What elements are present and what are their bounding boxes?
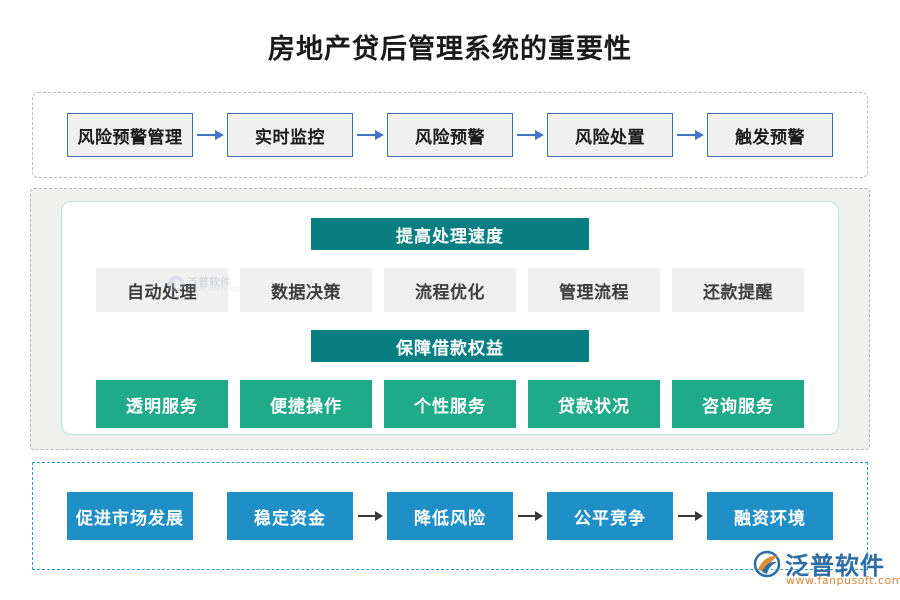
arrow-right-icon — [513, 128, 547, 142]
page-title: 房地产贷后管理系统的重要性 — [268, 34, 632, 65]
item-consulting-service[interactable]: 咨询服务 — [672, 380, 804, 428]
risk-warning-flow-panel: 风险预警管理 实时监控 风险预警 风险处置 触发预警 — [32, 92, 868, 178]
flow-step-financing-environment[interactable]: 融资环境 — [707, 492, 833, 540]
arrow-right-icon — [513, 509, 547, 523]
benefits-inner-panel: 提高处理速度 自动处理 数据决策 流程优化 管理流程 还款提醒 保障借款权益 透… — [61, 201, 839, 435]
arrow-right-icon — [673, 509, 707, 523]
flow-spacer — [193, 509, 227, 523]
item-repayment-reminder[interactable]: 还款提醒 — [672, 268, 804, 312]
arrow-right-icon — [353, 128, 387, 142]
flow-step-risk-warning[interactable]: 风险预警 — [387, 113, 513, 157]
fanpu-logo[interactable]: 泛普软件 www.fanpusoft.com — [752, 546, 900, 590]
flow-step-reduce-risk[interactable]: 降低风险 — [387, 492, 513, 540]
banner-protect-borrower-rights: 保障借款权益 — [311, 330, 589, 362]
processing-speed-items-row: 自动处理 数据决策 流程优化 管理流程 还款提醒 — [62, 268, 838, 312]
item-loan-status[interactable]: 贷款状况 — [528, 380, 660, 428]
flow-step-stabilize-funds[interactable]: 稳定资金 — [227, 492, 353, 540]
item-personalized-service[interactable]: 个性服务 — [384, 380, 516, 428]
market-impact-flow-panel: 促进市场发展 稳定资金 降低风险 公平竞争 融资环境 — [32, 462, 868, 570]
item-automatic-processing[interactable]: 自动处理 — [96, 268, 228, 312]
item-convenient-operation[interactable]: 便捷操作 — [240, 380, 372, 428]
risk-warning-flow-row: 风险预警管理 实时监控 风险预警 风险处置 触发预警 — [33, 93, 867, 177]
flow-step-risk-warning-management[interactable]: 风险预警管理 — [67, 113, 193, 157]
arrow-right-icon — [673, 128, 707, 142]
item-process-optimization[interactable]: 流程优化 — [384, 268, 516, 312]
flow-step-promote-market-development[interactable]: 促进市场发展 — [67, 492, 193, 540]
flow-step-risk-disposal[interactable]: 风险处置 — [547, 113, 673, 157]
benefits-outer-panel: 提高处理速度 自动处理 数据决策 流程优化 管理流程 还款提醒 保障借款权益 透… — [30, 188, 870, 450]
item-transparent-service[interactable]: 透明服务 — [96, 380, 228, 428]
market-impact-flow-row: 促进市场发展 稳定资金 降低风险 公平竞争 融资环境 — [33, 463, 867, 569]
fanpu-swoosh-logo-icon — [753, 550, 781, 578]
fanpu-logo-name: 泛普软件 — [785, 552, 885, 580]
flow-step-trigger-warning[interactable]: 触发预警 — [707, 113, 833, 157]
banner-improve-processing-speed: 提高处理速度 — [311, 218, 589, 250]
section-spacer — [62, 312, 838, 330]
item-data-decision[interactable]: 数据决策 — [240, 268, 372, 312]
borrower-rights-items-row: 透明服务 便捷操作 个性服务 贷款状况 咨询服务 — [62, 380, 838, 428]
item-management-process[interactable]: 管理流程 — [528, 268, 660, 312]
fanpu-logo-url: www.fanpusoft.com — [786, 574, 900, 587]
arrow-right-icon — [353, 509, 387, 523]
flow-step-realtime-monitoring[interactable]: 实时监控 — [227, 113, 353, 157]
arrow-right-icon — [193, 128, 227, 142]
flow-step-fair-competition[interactable]: 公平竞争 — [547, 492, 673, 540]
